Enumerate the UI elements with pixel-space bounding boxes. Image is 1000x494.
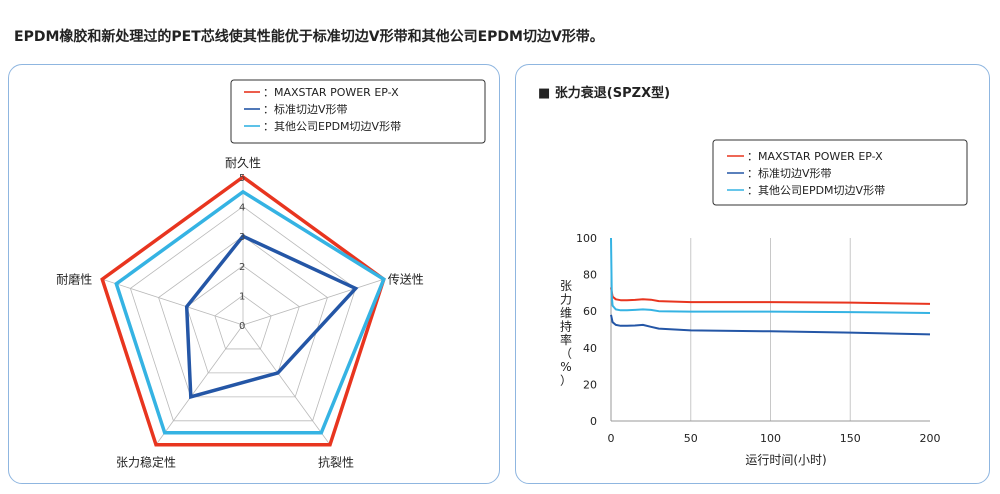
radar-panel: 0 1 2 3 4 5 耐久性传送性抗裂性 张力稳定性 耐磨性 ：MAXSTAR POWER … [8,64,500,484]
legend-label: ：标准切边V形带 [263,102,348,116]
y-tick-label: 40 [583,342,597,355]
radar-series-group [100,174,386,447]
radar-axis-label: 传送性 [388,271,424,286]
radar-tick-label: 3 [239,232,245,243]
radar-grid-ring [214,294,272,350]
tension-line-chart: ■ 张力衰退(SPZX型) ：MAXSTAR POWER EP-X ：标准切边V形… [538,85,968,467]
y-axis-label-char: （ [560,347,572,361]
radar-tick-labels: 0 1 2 3 4 5 [239,173,245,332]
line-chart-title: ■ 张力衰退(SPZX型) [538,85,670,101]
x-tick-label: 150 [840,432,861,445]
x-tick-label: 50 [684,432,698,445]
line-series-maxstar [610,287,931,305]
line-legend: ：MAXSTAR POWER EP-X ：标准切边V形带 ：其他公司EPDM切边V形… [712,139,968,206]
radar-grid-ring [186,265,300,374]
y-axis-label-char: 持 [560,319,572,334]
radar-tick-label: 2 [239,262,245,273]
radar-tick-label: 4 [239,203,245,214]
radar-axis-label: 耐磨性 [56,272,92,286]
x-tick-label: 100 [760,432,781,445]
radar-axis-label: 抗裂性 [318,455,354,470]
radar-axis-label: 张力稳定性 [116,455,176,470]
y-tick-label: 20 [583,378,597,391]
radar-series-other [114,189,386,435]
y-axis-label-char: 张 [560,279,572,293]
x-tick-label: 0 [608,432,615,445]
y-tick-label: 0 [590,415,597,428]
line-tick-labels: 0 20 40 60 80 100 0 50 100 150 200 [576,232,941,445]
radar-spoke [242,324,331,445]
radar-spoke [155,324,244,445]
radar-tick-label: 1 [239,291,245,302]
radar-legend: ：MAXSTAR POWER EP-X ：标准切边V形带 ：其他公司EPDM切边V形… [230,79,486,144]
y-axis-label-char: 率 [560,332,572,347]
legend-label: ：标准切边V形带 [747,166,832,180]
radar-grid-ring [129,206,357,422]
tension-panel: ■ 张力衰退(SPZX型) ：MAXSTAR POWER EP-X ：标准切边V形… [515,64,990,484]
y-tick-label: 60 [583,305,597,318]
x-axis-label: 运行时间(小时) [745,453,826,467]
legend-label: ：其他公司EPDM切边V形带 [747,184,885,197]
y-tick-label: 80 [583,269,597,282]
radar-tick-label: 0 [239,321,245,332]
y-tick-label: 100 [576,232,597,245]
radar-series-maxstar [100,174,386,447]
page-headline: EPDM橡胶和新处理过的PET芯线使其性能优于标准切边V形带和其他公司EPDM切… [14,29,604,45]
radar-axis-label: 耐久性 [225,156,261,170]
y-axis-label-char: ） [560,374,572,388]
radar-grid-ring [158,235,328,398]
legend-label: ：MAXSTAR POWER EP-X [747,150,883,163]
y-axis-label-char: 力 [560,293,572,307]
y-axis-label-char: 维 [560,306,572,320]
line-series-other [610,237,931,314]
radar-tick-label: 5 [239,173,245,184]
radar-series-standard [184,234,359,400]
radar-spoke [102,278,244,326]
line-series-standard [610,314,931,336]
x-tick-label: 200 [920,432,941,445]
legend-label: ：其他公司EPDM切边V形带 [263,120,401,133]
legend-label: ：MAXSTAR POWER EP-X [263,86,399,99]
line-series-group [610,237,931,336]
radar-spoke [242,278,384,326]
y-axis-label-char: % [560,360,571,374]
